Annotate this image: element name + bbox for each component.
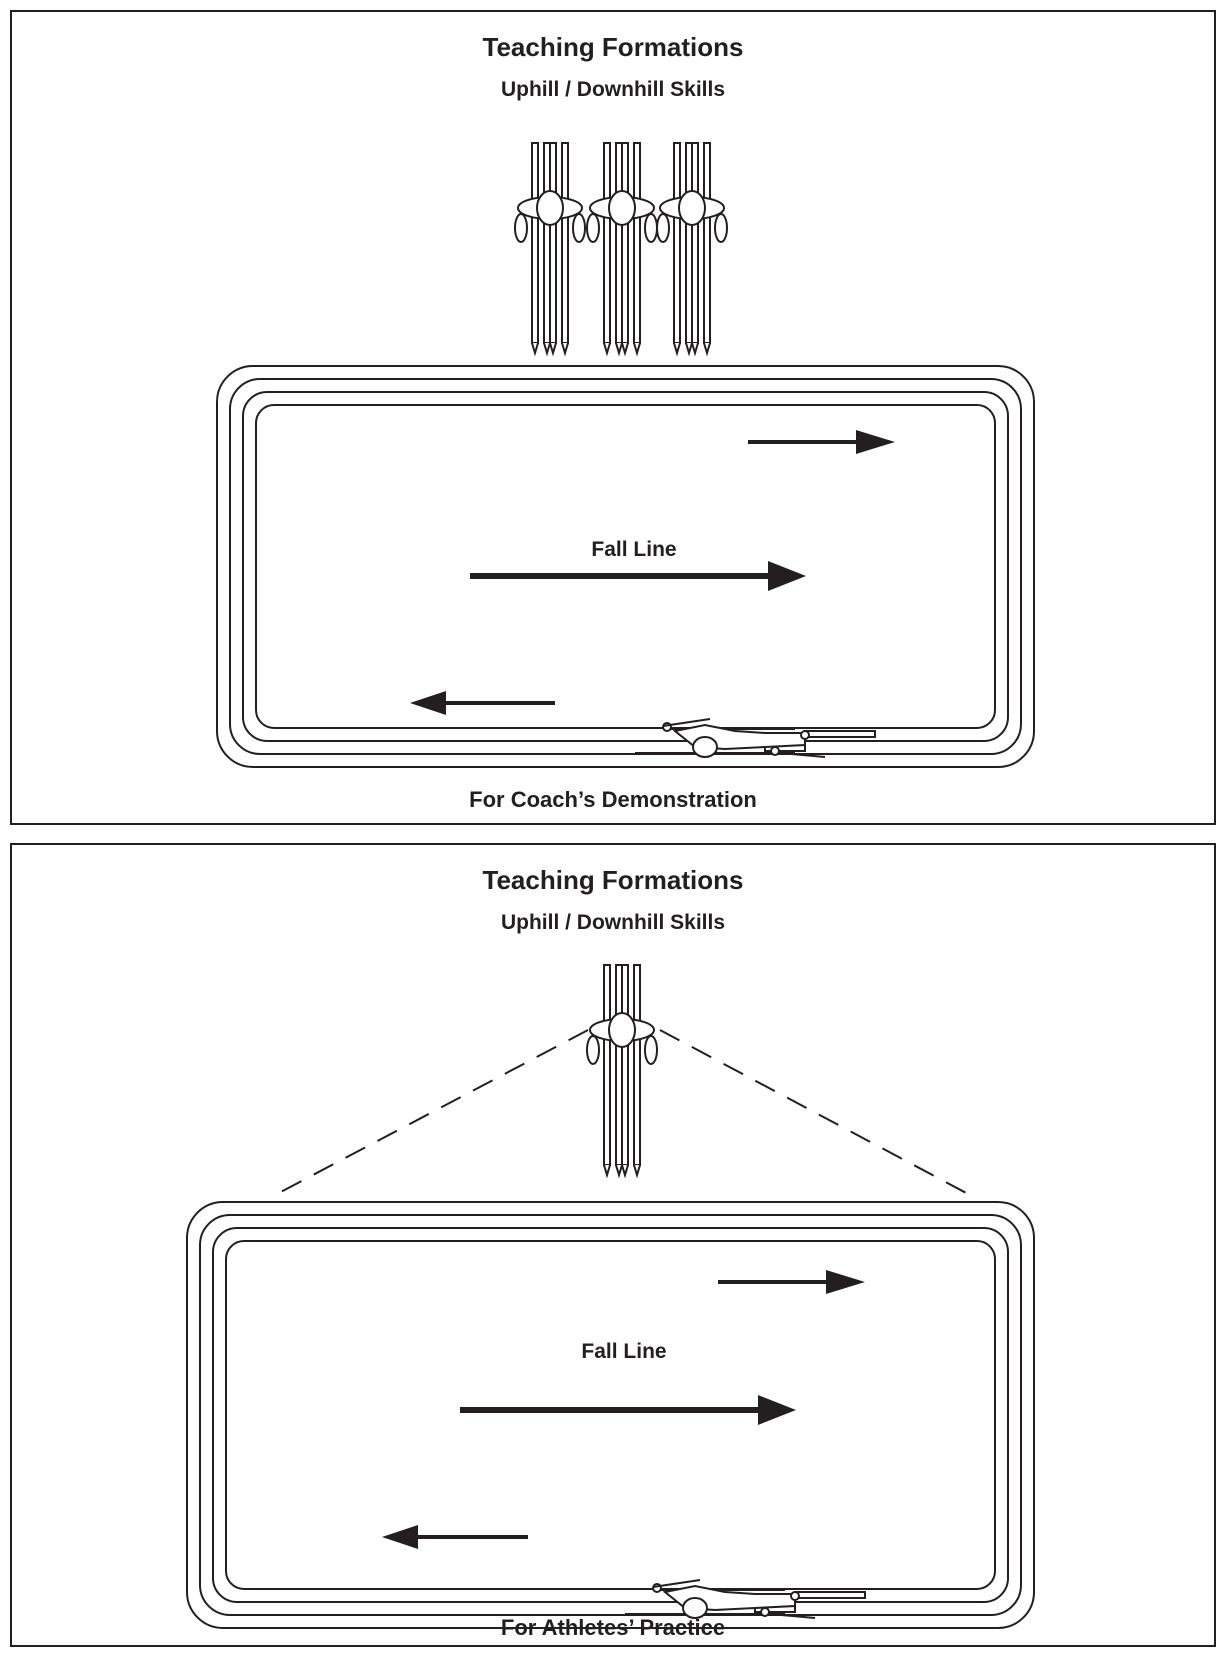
panel-subtitle: Uphill / Downhill Skills — [500, 78, 726, 101]
fall-line-label: Fall Line — [591, 538, 677, 561]
panel-subtitle: Uphill / Downhill Skills — [500, 911, 726, 934]
skier-group-coach — [514, 142, 728, 354]
skier-figure — [656, 142, 728, 354]
direction-arrow — [718, 1270, 865, 1294]
panel-coach-demonstration: Teaching Formations Uphill / Downhill Sk… — [10, 10, 1216, 825]
panel-athletes-practice: Teaching Formations Uphill / Downhill Sk… — [10, 843, 1216, 1647]
skier-figure — [586, 964, 658, 1176]
lying-skier-figure — [624, 1579, 866, 1619]
fall-line-arrow — [460, 1395, 796, 1425]
panel-caption: For Coach’s Demonstration — [469, 787, 757, 812]
skier-figure — [514, 142, 586, 354]
fall-line-arrow — [470, 561, 806, 591]
track-loop — [186, 1201, 1035, 1629]
direction-arrow — [748, 430, 895, 454]
panel-title: Teaching Formations — [482, 865, 744, 895]
direction-arrow — [382, 1525, 528, 1549]
panel-title: Teaching Formations — [482, 32, 744, 62]
skier-figure — [586, 142, 658, 354]
direction-arrow — [410, 691, 555, 715]
sight-lines — [274, 1029, 971, 1196]
track-loop — [216, 365, 1035, 768]
fall-line-label: Fall Line — [581, 1340, 667, 1363]
lying-skier-figure — [634, 718, 876, 758]
